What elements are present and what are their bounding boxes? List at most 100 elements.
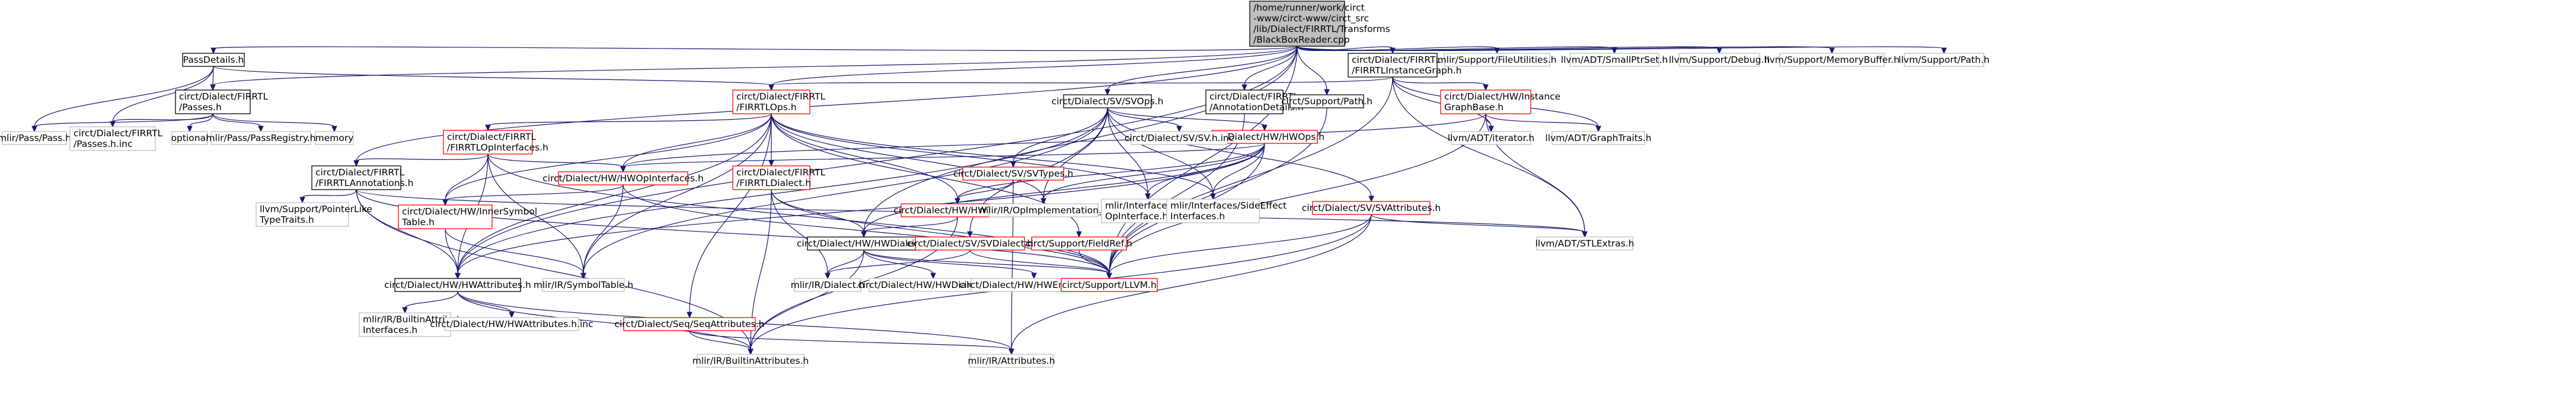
- node-mlir-symboltable: mlir/IR/SymbolTable.h: [534, 278, 633, 292]
- node-support-path[interactable]: circt/Support/Path.h: [1281, 94, 1372, 108]
- node-firrtl-dialect[interactable]: circt/Dialect/FIRRTL/FIRRTLDialect.h: [732, 165, 825, 190]
- edge-arrowhead: [455, 273, 461, 280]
- node-label: mlir/Support/FileUtilities.h: [1438, 55, 1557, 65]
- node-box: [962, 166, 1064, 181]
- node-label: llvm/Support/Debug.h: [1669, 55, 1770, 65]
- edge-line: [213, 66, 772, 86]
- node-firrtl-instancegraph[interactable]: circt/Dialect/FIRRTL/FIRRTLInstanceGraph…: [1348, 53, 1461, 78]
- node-label: /FIRRTLAnnotations.h: [315, 178, 413, 188]
- edge-arrowhead: [768, 160, 774, 167]
- edge-arrowhead: [1106, 273, 1112, 280]
- dependency-edge: [299, 189, 357, 204]
- node-label: /home/runner/work/circt: [1253, 2, 1365, 13]
- edge-line: [457, 107, 1108, 274]
- edge-arrowhead: [861, 231, 867, 238]
- node-label: mlir/IR/OpImplementation.h: [979, 205, 1107, 216]
- node-box: [311, 165, 401, 190]
- edge-arrowhead: [1241, 84, 1247, 91]
- node-label: circt/Dialect/SV/SVDialect.h: [906, 238, 1033, 249]
- edge-arrowhead: [1210, 193, 1216, 200]
- edge-line: [1297, 46, 1498, 52]
- edge-line: [356, 46, 1298, 162]
- node-mlir-opimplementation: mlir/IR/OpImplementation.h: [979, 203, 1107, 217]
- node-box: [1444, 53, 1550, 67]
- edge-line: [112, 66, 214, 123]
- edge-arrowhead: [1483, 84, 1489, 91]
- node-box: [732, 89, 810, 114]
- node-box: [542, 278, 625, 292]
- node-sv-svdialect[interactable]: circt/Dialect/SV/SVDialect.h: [906, 236, 1033, 251]
- node-box: [1348, 53, 1438, 78]
- node-label: circt/Support/LLVM.h: [1062, 280, 1156, 290]
- edge-line: [1011, 214, 1372, 350]
- edge-line: [34, 113, 213, 127]
- node-sv-svtypes[interactable]: circt/Dialect/SV/SVTypes.h: [953, 166, 1074, 181]
- node-hw-hwattributes[interactable]: circt/Dialect/HW/HWAttributes.h: [384, 278, 531, 292]
- node-passdetails[interactable]: PassDetails.h: [182, 53, 245, 67]
- node-label: /FIRRTLOpInterfaces.h: [447, 142, 548, 153]
- edge-line: [487, 113, 772, 126]
- node-hw-hwopinterfaces[interactable]: circt/Dialect/HW/HWOpInterfaces.h: [542, 171, 704, 185]
- node-label: mlir/IR/BuiltinAttribute: [363, 314, 466, 325]
- node-label: circt/Support/FieldRef.h: [1026, 238, 1132, 249]
- node-label: /lib/Dialect/FIRRTL/Transforms: [1253, 24, 1390, 34]
- edge-line: [863, 249, 1035, 274]
- node-label: circt/Dialect/Seq/SeqAttributes.h: [614, 319, 764, 329]
- dependency-edge: [187, 113, 213, 133]
- edge-line: [1109, 46, 1298, 274]
- dependency-edge: [485, 113, 772, 132]
- edge-line: [1147, 143, 1265, 195]
- node-sv-svops[interactable]: circt/Dialect/SV/SVOps.h: [1052, 94, 1164, 108]
- node-box: [1205, 89, 1284, 114]
- dependency-edge: [110, 113, 213, 128]
- node-label: circt/Dialect/FIRRTL: [315, 167, 404, 178]
- node-box: [915, 236, 1025, 251]
- edge-line: [623, 113, 1486, 168]
- edge-line: [689, 330, 1012, 350]
- node-hw-hwdialect[interactable]: circt/Dialect/HW/HWDialect.h: [797, 236, 931, 251]
- node-sv-svattributes[interactable]: circt/Dialect/SV/SVAttributes.h: [1302, 201, 1441, 215]
- node-firrtl-annotationdetails[interactable]: circt/Dialect/FIRRTL/AnnotationDetails.h: [1205, 89, 1304, 114]
- node-firrtl-opinterfaces[interactable]: circt/Dialect/FIRRTL/FIRRTLOpInterfaces.…: [443, 130, 548, 155]
- edge-arrowhead: [1010, 161, 1016, 168]
- node-root: /home/runner/work/circt-www/circt-www/ci…: [1249, 1, 1390, 47]
- node-support-llvm[interactable]: circt/Support/LLVM.h: [1061, 278, 1158, 292]
- dependency-edge: [1040, 143, 1265, 205]
- node-firrtl-passes[interactable]: circt/Dialect/FIRRTL/Passes.h: [175, 89, 268, 114]
- node-label: /FIRRTLDialect.h: [736, 178, 811, 188]
- node-llvm-debug: llvm/Support/Debug.h: [1669, 53, 1770, 67]
- node-box: [256, 202, 349, 227]
- edge-line: [445, 184, 624, 201]
- dependency-edge: [1105, 46, 1298, 96]
- edge-arrowhead: [187, 126, 193, 133]
- edge-line: [457, 291, 751, 350]
- edge-line: [1107, 107, 1148, 195]
- dependency-edge: [1297, 46, 1947, 55]
- node-support-fieldref[interactable]: circt/Support/FieldRef.h: [1026, 236, 1132, 251]
- edge-line: [1107, 107, 1372, 197]
- node-label: circt/Dialect/FIRRTL: [736, 167, 825, 178]
- dependency-edge: [620, 113, 772, 173]
- edge-line: [771, 113, 1148, 195]
- node-box: [1166, 198, 1260, 223]
- node-box: [1061, 278, 1158, 292]
- node-label: circt/Dialect/FIRRTL: [74, 128, 162, 139]
- edge-line: [623, 143, 1265, 168]
- node-label: mlir/Pass/Pass.h: [0, 133, 71, 143]
- node-firrtl-ops[interactable]: circt/Dialect/FIRRTL/FIRRTLOps.h: [732, 89, 825, 114]
- dependency-edge: [212, 113, 337, 133]
- node-label: circt/Dialect/HW/HWAttributes.h.inc: [430, 319, 593, 329]
- edge-line: [583, 113, 772, 274]
- node-mlir-pass: mlir/Pass/Pass.h: [0, 131, 71, 145]
- node-seq-seqattributes[interactable]: circt/Dialect/Seq/SeqAttributes.h: [614, 317, 765, 331]
- dependency-edge: [213, 66, 774, 91]
- node-firrtl-annotations[interactable]: circt/Dialect/FIRRTL/FIRRTLAnnotations.h: [311, 165, 413, 190]
- edge-arrowhead: [442, 199, 448, 206]
- node-box: [1678, 53, 1760, 67]
- dependency-edge: [825, 249, 971, 280]
- dependency-edge: [1241, 46, 1298, 91]
- node-hw-hwattributes-inc: circt/Dialect/HW/HWAttributes.h.inc: [430, 317, 593, 331]
- node-label: llvm/ADT/GraphTraits.h: [1545, 133, 1651, 143]
